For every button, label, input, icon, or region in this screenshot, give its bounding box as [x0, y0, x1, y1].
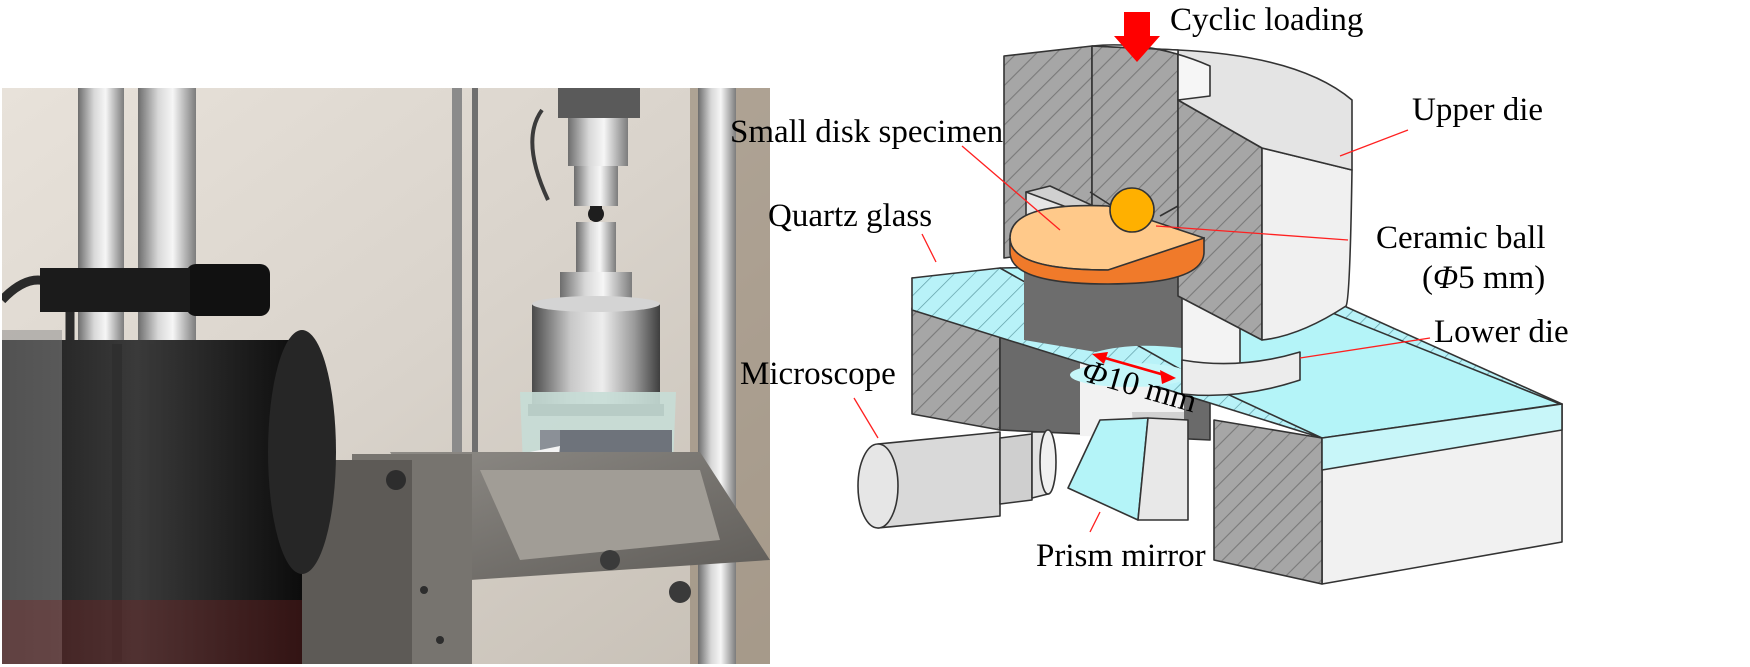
- upper-die-top-cap: [1091, 44, 1211, 101]
- ceramic-ball-phi: Φ: [1433, 260, 1458, 296]
- small-cable: [530, 108, 550, 201]
- focus-knob: [186, 264, 270, 316]
- right-column-rod: [698, 88, 736, 664]
- label-prism-mirror: Prism mirror: [1036, 538, 1206, 574]
- red-reflection: [2, 600, 302, 664]
- specimen-edge: [1009, 236, 1205, 285]
- label-quartz-glass: Quartz glass: [768, 198, 932, 234]
- lower-bore-dark: [1024, 268, 1182, 352]
- upper-die-top: [532, 296, 660, 312]
- cyclic-loading-arrow: [1114, 12, 1160, 62]
- thin-rod: [452, 88, 462, 468]
- microscope-rear: [1039, 429, 1057, 495]
- ball-seat-lines: [1089, 191, 1179, 217]
- ceramic-ball-size: 5 mm): [1458, 260, 1545, 296]
- leader-upper-die: [1339, 129, 1409, 157]
- dim-arrowhead-right: [1160, 370, 1176, 384]
- label-ceramic-ball: Ceramic ball: [1376, 220, 1546, 256]
- lower-die-cylinder-base: [1181, 351, 1301, 397]
- ceramic-ball: [1109, 187, 1155, 233]
- leader-microscope: [853, 397, 879, 439]
- screw: [386, 470, 406, 490]
- microscope-lens-end: [857, 443, 899, 529]
- label-cyclic-loading: Cyclic loading: [1170, 2, 1363, 38]
- lower-die-right-section: [1213, 419, 1323, 585]
- test-rig-photo: [2, 88, 770, 664]
- hole: [420, 586, 428, 594]
- label-small-disk-specimen: Small disk specimen: [730, 114, 1003, 150]
- schematic-diagram: Cyclic loading Small disk specimen Upper…: [730, 2, 1569, 585]
- label-lower-die: Lower die: [1434, 314, 1569, 350]
- knob-shaft: [40, 268, 190, 312]
- leader-ceramic: [1155, 225, 1349, 241]
- upper-die-top-face: [1177, 49, 1353, 171]
- lens-ring: [112, 344, 122, 662]
- thin-rod-2: [472, 88, 478, 468]
- quartz-glass-side: [1321, 403, 1563, 471]
- camera-body-edge: [2, 330, 62, 664]
- screw-2: [600, 550, 620, 570]
- screw-3: [669, 581, 691, 603]
- label-microscope: Microscope: [740, 356, 896, 392]
- load-cell-top: [558, 88, 640, 118]
- label-upper-die: Upper die: [1412, 92, 1543, 128]
- upper-die-front-face: [1261, 147, 1353, 341]
- load-cell: [568, 118, 628, 166]
- punch-rod: [576, 222, 616, 272]
- label-ceramic-ball-size-group: (Φ5 mm): [1422, 260, 1545, 296]
- leader-lower-die: [1299, 337, 1431, 359]
- lens-front: [268, 330, 336, 574]
- dim-arrowhead-left: [1092, 352, 1108, 364]
- leader-prism: [1089, 511, 1101, 533]
- prism-side: [1137, 417, 1189, 521]
- steel-ball: [588, 206, 604, 222]
- bore-dimension-line: [1097, 354, 1169, 378]
- lens-ring-2: [150, 344, 156, 662]
- fixture-plate: [480, 470, 720, 560]
- leader-specimen: [961, 145, 1061, 231]
- upper-adapter: [574, 166, 618, 206]
- hole-2: [436, 636, 444, 644]
- microscope-collar: [999, 433, 1033, 505]
- bore-glass-window: [1070, 363, 1190, 387]
- leader-quartz: [921, 233, 937, 263]
